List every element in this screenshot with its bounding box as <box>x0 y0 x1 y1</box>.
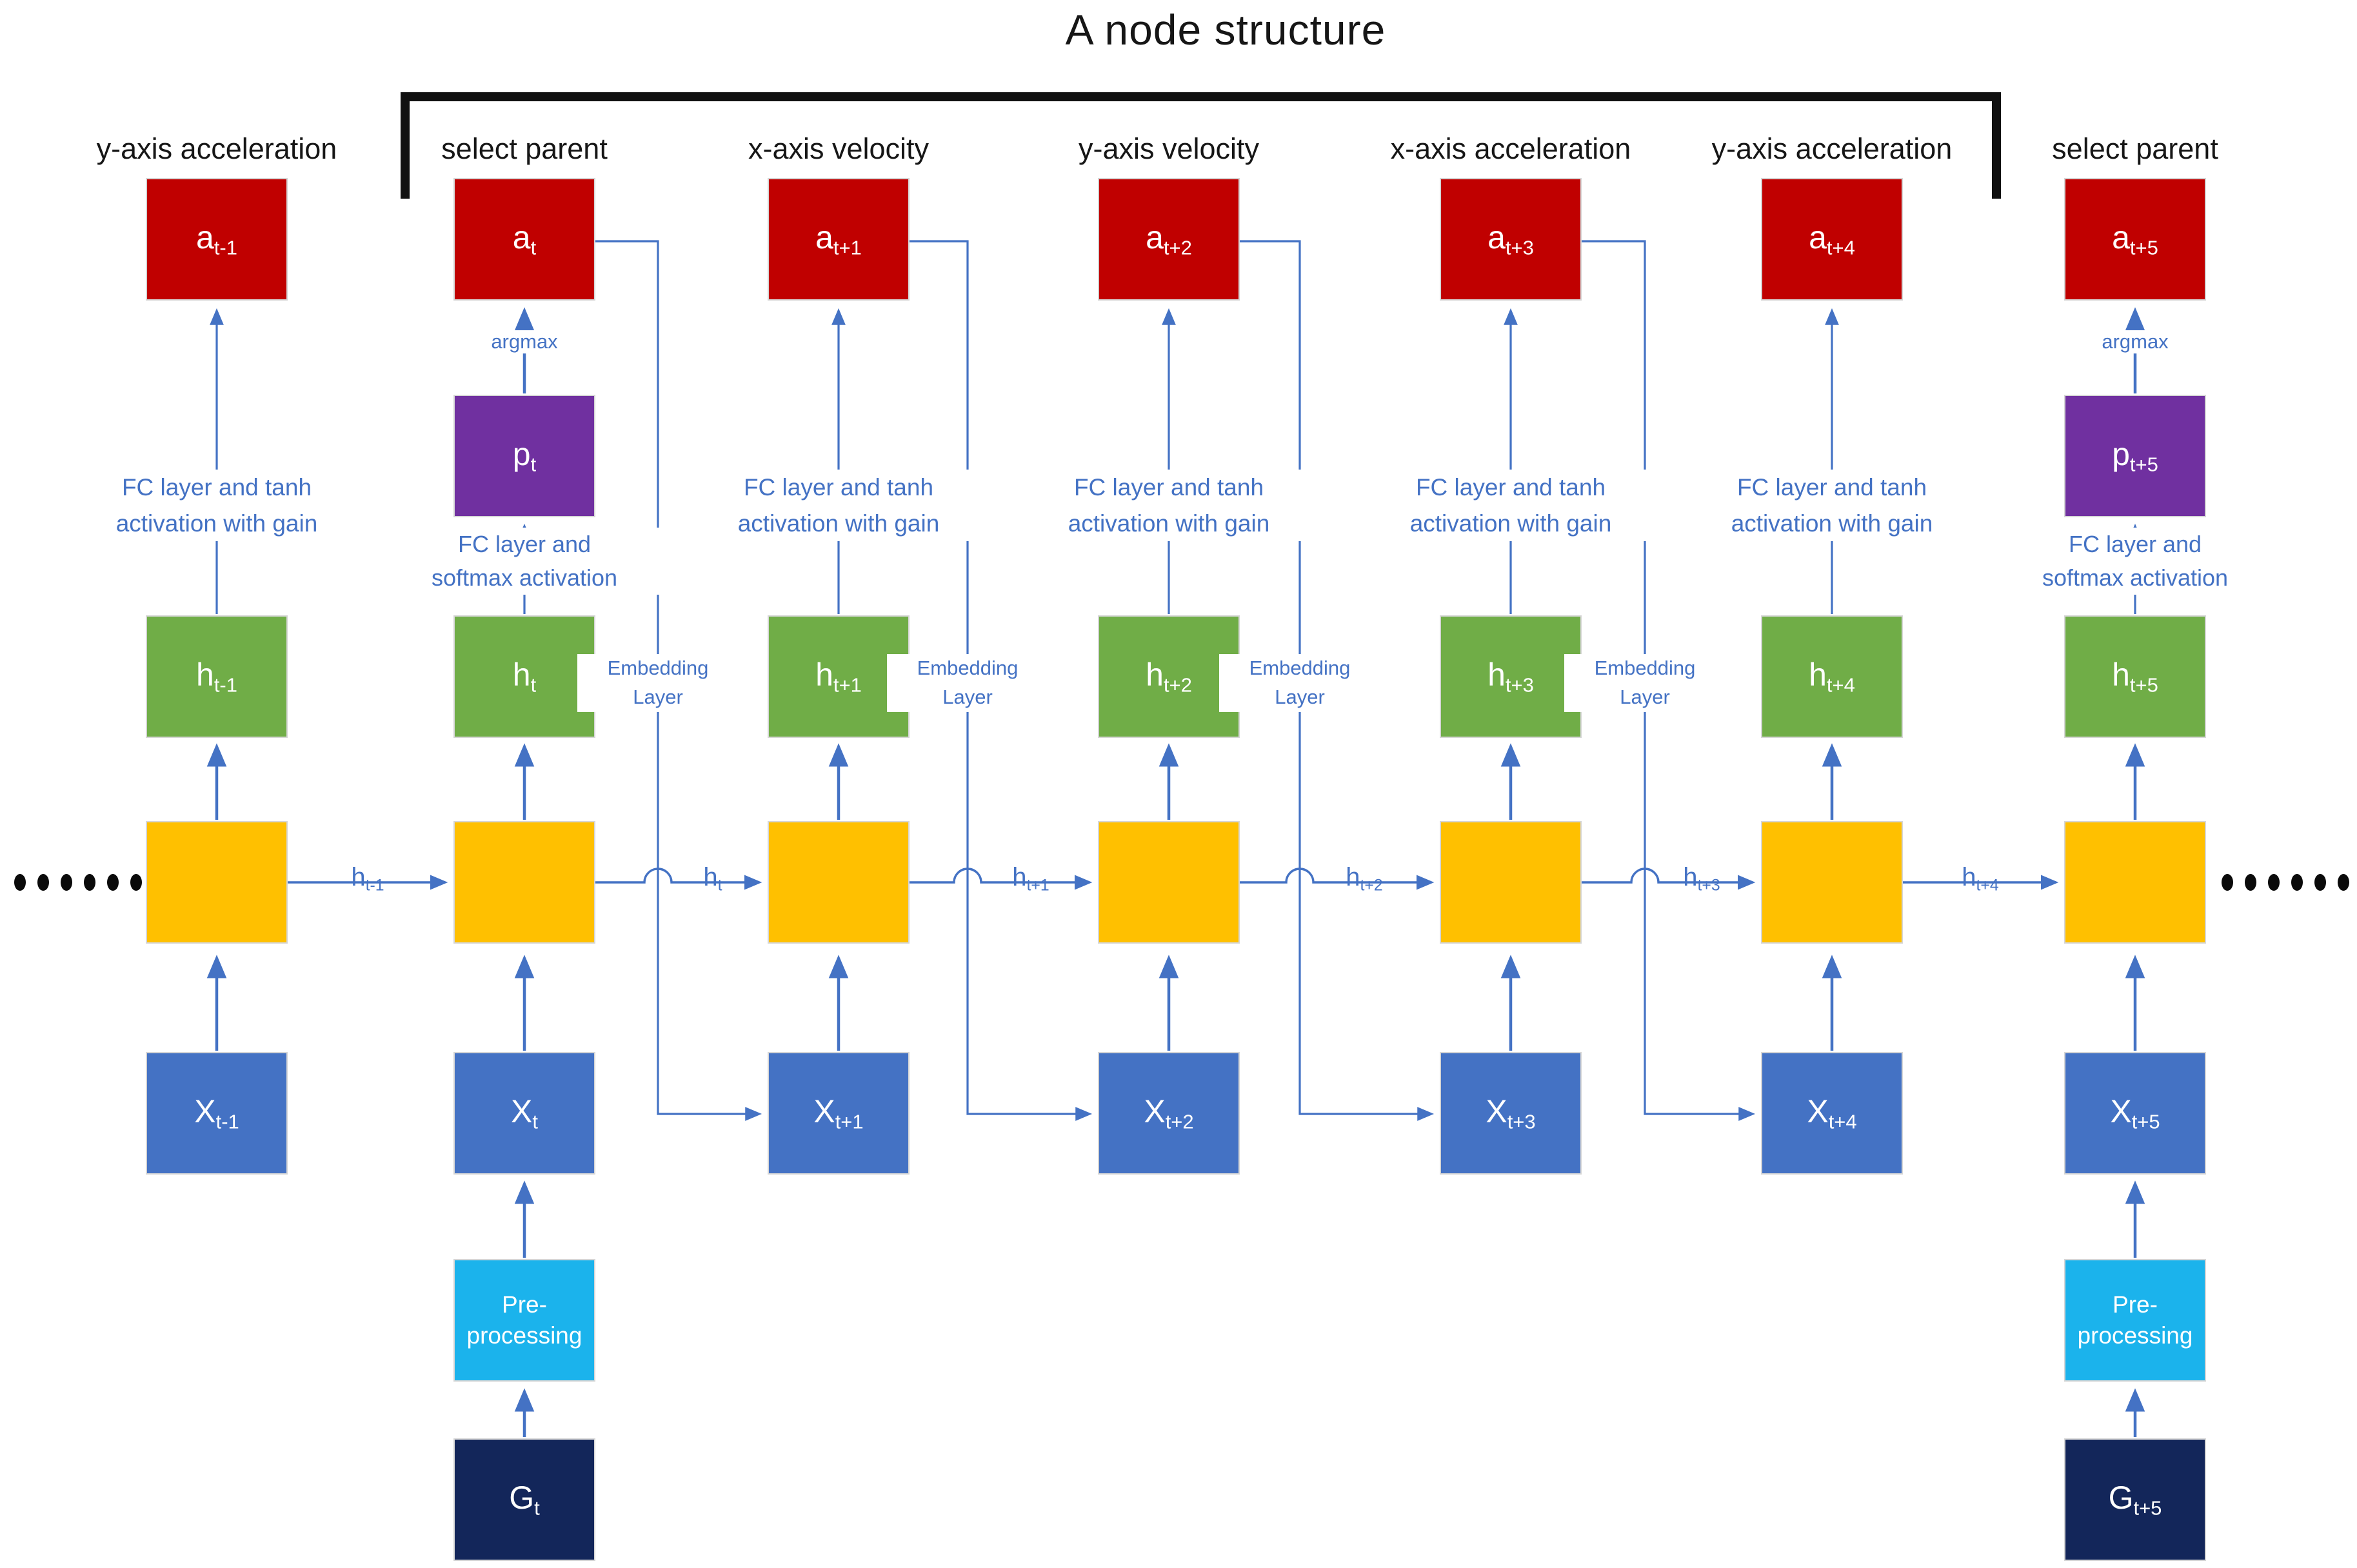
right-ellipsis-dots <box>2222 874 2349 891</box>
header-col4: y-axis velocity <box>1078 132 1260 165</box>
game-box-g-t5: Gt+5 <box>2064 1438 2206 1561</box>
header-col7: select parent <box>2052 132 2218 165</box>
header-col5: x-axis acceleration <box>1390 132 1631 165</box>
input-box-x-t5: Xt+5 <box>2064 1052 2206 1175</box>
box-label: ht+3 <box>1487 656 1534 697</box>
h-arrow-label-1: ht-1 <box>351 863 384 895</box>
header-col2: select parent <box>441 132 608 165</box>
box-label: Xt-1 <box>194 1093 239 1133</box>
box-label: Xt+3 <box>1486 1093 1536 1133</box>
box-label: pt+5 <box>2112 435 2158 476</box>
box-label: at+5 <box>2112 219 2158 259</box>
prob-box-p-t: pt <box>453 395 595 517</box>
diagram-title: A node structure <box>1065 6 1386 54</box>
bracket <box>401 92 2001 199</box>
rnn-cell-col6 <box>1761 821 1903 944</box>
left-ellipsis-dots <box>14 874 142 891</box>
hidden-box-h-t-1: ht-1 <box>146 615 288 738</box>
action-box-a-t: at <box>453 178 595 301</box>
box-label: at+2 <box>1146 219 1192 259</box>
hidden-box-h-t: ht <box>453 615 595 738</box>
game-box-g-t: Gt <box>453 1438 595 1561</box>
box-label: ht <box>512 656 537 697</box>
h-arrow-label-2: ht <box>703 863 722 895</box>
box-label: pt <box>512 435 537 476</box>
rnn-cell-col1 <box>146 821 288 944</box>
preprocessing-box-col7: Pre-processing <box>2064 1259 2206 1382</box>
input-box-x-t1: Xt+1 <box>768 1052 910 1175</box>
box-label: Xt+5 <box>2110 1093 2160 1133</box>
h-arrow-label-3: ht+1 <box>1012 863 1049 895</box>
hidden-box-h-t5: ht+5 <box>2064 615 2206 738</box>
rnn-cell-col2 <box>453 821 595 944</box>
action-box-a-t-1: at-1 <box>146 178 288 301</box>
header-col3: x-axis velocity <box>748 132 930 165</box>
box-label: at+4 <box>1809 219 1855 259</box>
box-label: ht+5 <box>2112 656 2158 697</box>
box-label: ht+4 <box>1809 656 1855 697</box>
input-box-x-t-1: Xt-1 <box>146 1052 288 1175</box>
preprocessing-box-col2: Pre-processing <box>453 1259 595 1382</box>
box-label: Gt+5 <box>2108 1479 2162 1520</box>
box-label: at-1 <box>196 219 237 259</box>
hidden-box-h-t3: ht+3 <box>1440 615 1582 738</box>
input-box-x-t: Xt <box>453 1052 595 1175</box>
hidden-box-h-t4: ht+4 <box>1761 615 1903 738</box>
box-label: ht+1 <box>815 656 862 697</box>
input-box-x-t4: Xt+4 <box>1761 1052 1903 1175</box>
box-label: ht-1 <box>196 656 237 697</box>
box-label: at+3 <box>1487 219 1534 259</box>
rnn-cell-col7 <box>2064 821 2206 944</box>
action-box-a-t2: at+2 <box>1098 178 1240 301</box>
box-label: Gt <box>509 1479 540 1520</box>
rnn-cell-col5 <box>1440 821 1582 944</box>
action-box-a-t5: at+5 <box>2064 178 2206 301</box>
rnn-cell-col4 <box>1098 821 1240 944</box>
argmax-annotation-col7: argmax <box>2077 330 2193 353</box>
box-label: Pre-processing <box>2077 1291 2193 1349</box>
rnn-cell-col3 <box>768 821 910 944</box>
box-label: Xt+4 <box>1807 1093 1857 1133</box>
action-box-a-t4: at+4 <box>1761 178 1903 301</box>
input-box-x-t3: Xt+3 <box>1440 1052 1582 1175</box>
action-box-a-t1: at+1 <box>768 178 910 301</box>
box-label: Pre-processing <box>466 1291 582 1349</box>
h-arrow-label-6: ht+4 <box>1962 863 1999 895</box>
box-label: Xt+1 <box>813 1093 864 1133</box>
header-col6: y-axis acceleration <box>1711 132 1953 165</box>
box-label: Xt+2 <box>1144 1093 1194 1133</box>
header-col1: y-axis acceleration <box>96 132 337 165</box>
box-label: Xt <box>511 1093 538 1133</box>
hidden-box-h-t1: ht+1 <box>768 615 910 738</box>
column-arrows <box>206 307 2145 1437</box>
box-label: at <box>512 219 537 259</box>
argmax-annotation-col2: argmax <box>466 330 582 353</box>
box-label: at+1 <box>815 219 862 259</box>
box-label: ht+2 <box>1146 656 1192 697</box>
h-arrow-label-5: ht+3 <box>1683 863 1720 895</box>
input-box-x-t2: Xt+2 <box>1098 1052 1240 1175</box>
action-box-a-t3: at+3 <box>1440 178 1582 301</box>
h-arrow-label-4: ht+2 <box>1346 863 1383 895</box>
hidden-box-h-t2: ht+2 <box>1098 615 1240 738</box>
prob-box-p-t5: pt+5 <box>2064 395 2206 517</box>
